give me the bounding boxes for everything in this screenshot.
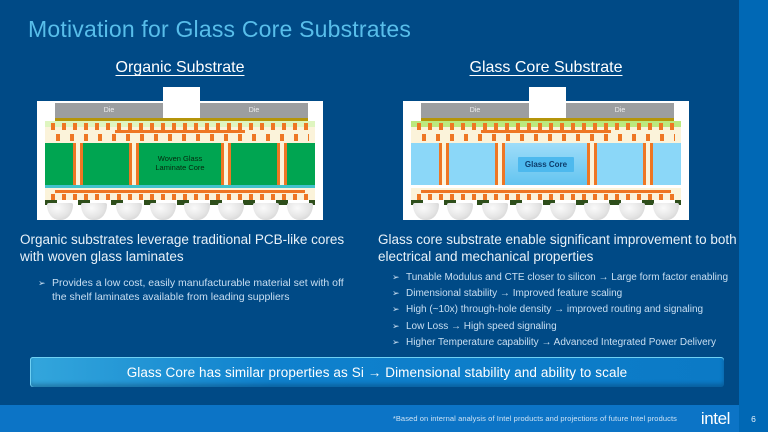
solder-ball-row <box>45 201 315 220</box>
bullet-text: Dimensional stability → Improved feature… <box>406 288 623 300</box>
solder-ball <box>115 203 142 220</box>
solder-ball <box>252 203 279 220</box>
arrow-bullet-icon: ➢ <box>392 304 400 315</box>
solder-ball <box>481 203 508 220</box>
through-via <box>439 143 449 185</box>
solder-ball <box>184 203 211 220</box>
solder-ball <box>550 203 577 220</box>
solder-ball <box>515 203 542 220</box>
buildup-top-layer <box>45 121 315 143</box>
microbump-row <box>51 123 309 130</box>
solder-ball <box>286 203 313 220</box>
bullet-text: Low Loss → High speed signaling <box>406 320 557 332</box>
core-liner-layer <box>45 185 315 188</box>
diagram-organic-substrate: Die Die Woven Glass Laminate Core <box>37 87 323 220</box>
core-segment <box>287 143 315 185</box>
microbump-row <box>417 123 675 130</box>
core-layer: Glass Core <box>411 143 681 185</box>
routing-trace <box>115 130 245 133</box>
buildup-bottom-layer <box>411 188 681 200</box>
arrow-bullet-icon: ➢ <box>38 278 46 288</box>
arrow-bullet-icon: ➢ <box>392 336 400 347</box>
organic-bullet-list: ➢ Provides a low cost, easily manufactur… <box>38 277 356 307</box>
intel-logo: intel <box>700 408 731 428</box>
core-segment <box>411 143 439 185</box>
die-label: Die <box>200 103 308 118</box>
bullet-text: Higher Temperature capability → Advanced… <box>406 336 716 348</box>
slide-title: Motivation for Glass Core Substrates <box>28 16 412 42</box>
arrow-bullet-icon: ➢ <box>392 272 400 282</box>
core-segment <box>83 143 129 185</box>
routing-trace <box>481 130 611 133</box>
routing-trace <box>421 190 671 193</box>
through-via <box>587 143 597 185</box>
glass-summary-text: Glass core substrate enable significant … <box>378 232 737 265</box>
solder-ball <box>618 203 645 220</box>
bullet-item: ➢ High (~10x) through-hole density → imp… <box>392 303 740 316</box>
core-center-segment: Glass Core <box>505 143 587 185</box>
bga-pad-row <box>45 200 315 205</box>
core-center-segment: Woven Glass Laminate Core <box>139 143 221 185</box>
die-label: Die <box>421 103 529 118</box>
core-segment <box>45 143 73 185</box>
core-label: Glass Core <box>517 156 575 172</box>
core-layer: Woven Glass Laminate Core <box>45 143 315 185</box>
bullet-item: ➢ Provides a low cost, easily manufactur… <box>38 277 356 304</box>
core-segment <box>597 143 643 185</box>
die-label: Die <box>566 103 674 118</box>
footer-bar: *Based on internal analysis of Intel pro… <box>0 405 739 432</box>
bridge-gap <box>163 87 200 103</box>
solder-ball <box>149 203 176 220</box>
takeaway-banner: Glass Core has similar properties as Si … <box>30 357 724 387</box>
solder-ball <box>47 203 73 220</box>
glass-bullet-list: ➢ Tunable Modulus and CTE closer to sili… <box>392 271 740 352</box>
core-segment <box>231 143 277 185</box>
organic-summary-text: Organic substrates leverage traditional … <box>20 232 345 265</box>
via-row <box>417 194 675 200</box>
core-segment <box>653 143 681 185</box>
right-accent-band <box>739 0 768 432</box>
via-row <box>51 134 309 141</box>
die-attach-layer <box>421 118 674 121</box>
solder-ball <box>652 203 679 220</box>
buildup-bottom-layer <box>45 188 315 200</box>
core-label: Woven Glass Laminate Core <box>155 154 205 172</box>
die-label: Die <box>55 103 163 118</box>
through-via <box>643 143 653 185</box>
bullet-text: High (~10x) through-hole density → impro… <box>406 304 704 316</box>
via-row <box>417 134 675 141</box>
buildup-top-layer <box>411 121 681 143</box>
bullet-text: Tunable Modulus and CTE closer to silico… <box>406 272 729 283</box>
page-number: 6 <box>751 413 756 424</box>
through-via <box>495 143 505 185</box>
core-segment <box>449 143 495 185</box>
bullet-item: ➢ Higher Temperature capability → Advanc… <box>392 336 740 349</box>
takeaway-banner-text: Glass Core has similar properties as Si … <box>126 364 628 380</box>
through-via <box>221 143 231 185</box>
heading-organic-substrate: Organic Substrate <box>115 59 245 76</box>
diagram-glass-core-substrate: Die Die Glass Core <box>403 87 689 220</box>
bullet-item: ➢ Tunable Modulus and CTE closer to sili… <box>392 271 740 284</box>
solder-ball <box>218 203 245 220</box>
solder-ball-row <box>411 201 681 220</box>
bga-pad-row <box>411 200 681 205</box>
via-row <box>51 194 309 200</box>
through-via <box>277 143 287 185</box>
bullet-item: ➢ Dimensional stability → Improved featu… <box>392 287 740 300</box>
arrow-bullet-icon: ➢ <box>392 288 400 299</box>
arrow-bullet-icon: ➢ <box>392 320 400 331</box>
routing-trace <box>55 190 305 193</box>
footnote-text: *Based on internal analysis of Intel pro… <box>392 414 677 423</box>
heading-glass-core-substrate: Glass Core Substrate <box>469 59 623 76</box>
through-via <box>73 143 83 185</box>
bullet-item: ➢ Low Loss → High speed signaling <box>392 320 740 333</box>
through-via <box>129 143 139 185</box>
bridge-gap <box>529 87 566 103</box>
die-attach-layer <box>55 118 308 121</box>
bullet-text: Provides a low cost, easily manufacturab… <box>52 277 344 303</box>
solder-ball <box>81 203 108 220</box>
solder-ball <box>447 203 474 220</box>
solder-ball <box>413 203 439 220</box>
solder-ball <box>584 203 611 220</box>
